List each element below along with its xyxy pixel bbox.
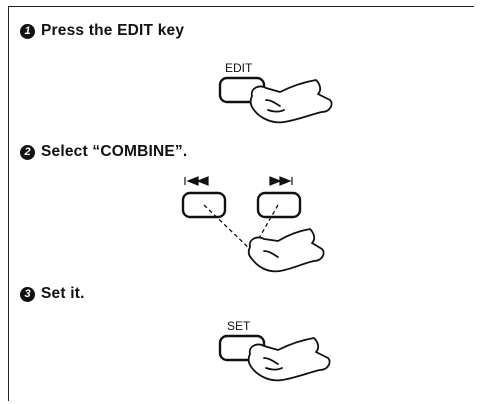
dashed-guides: [203, 204, 279, 252]
instruction-panel: [8, 6, 474, 401]
step-2: 2 Select “COMBINE”.: [20, 143, 187, 161]
step-1-number: 1: [20, 23, 35, 39]
skip-back-icon: [184, 176, 209, 186]
step-3-number: 3: [20, 286, 35, 302]
edit-key-label: EDIT: [225, 61, 253, 75]
step-2-number: 2: [20, 144, 35, 160]
set-key-illustration: SET: [218, 319, 331, 382]
hand-pointer-icon: [249, 79, 333, 124]
skip-forward-key[interactable]: [256, 191, 302, 219]
skip-forward-icon: [269, 176, 293, 186]
hand-pointer-icon: [247, 337, 331, 382]
hand-pointer-icon: [247, 228, 325, 273]
step-1-text: Press the EDIT key: [41, 22, 185, 39]
skip-keys-illustration: [181, 176, 325, 273]
edit-key-illustration: EDIT: [218, 61, 333, 124]
set-key-label: SET: [227, 319, 251, 333]
step-2-text: Select “COMBINE”.: [41, 143, 188, 160]
step-3: 3 Set it.: [20, 285, 85, 303]
step-3-text: Set it.: [41, 285, 85, 302]
step-1: 1 Press the EDIT key: [20, 22, 184, 40]
